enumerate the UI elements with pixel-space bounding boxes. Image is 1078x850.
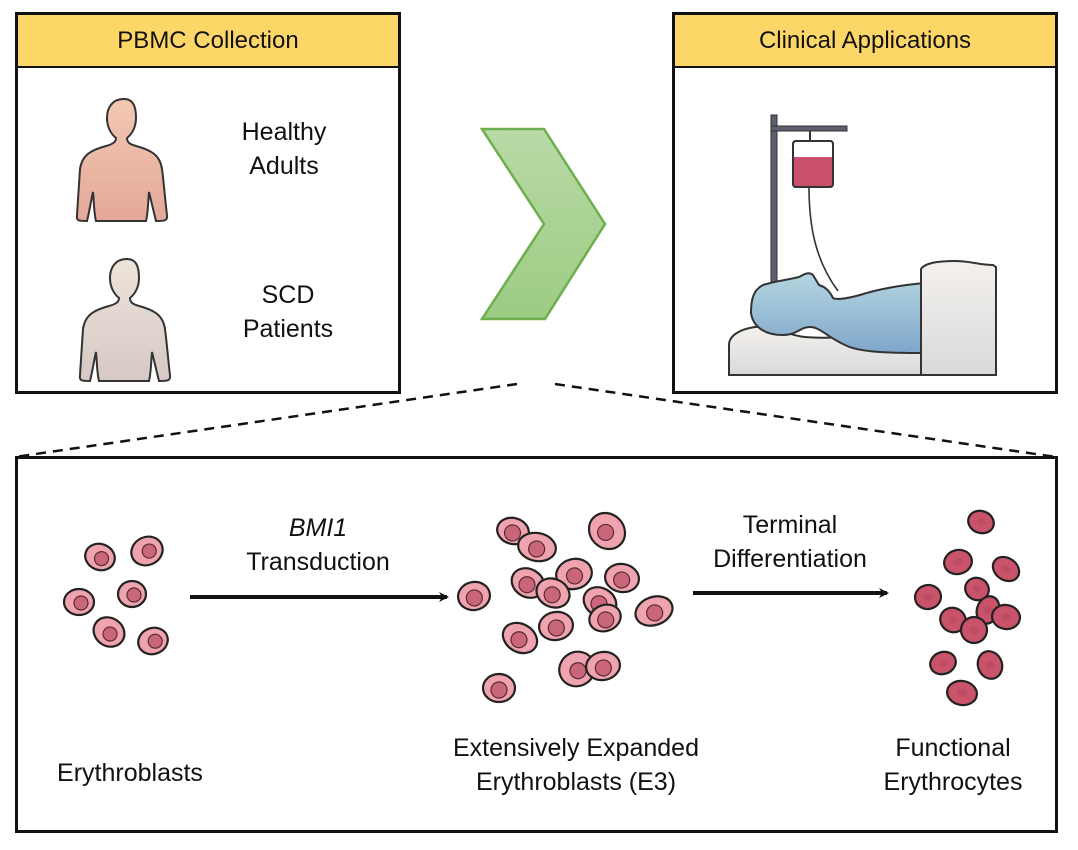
stage-label-line: Functional [895,734,1011,762]
erythroblast-cell-icon [501,621,539,655]
erythrocyte-cell-icon [964,576,990,602]
step-label-line: Differentiation [713,545,867,573]
stage-label-line: Erythrocytes [883,768,1023,796]
stage-label-line: Erythroblasts (E3) [475,768,677,796]
erythroblast-cell-icon [558,650,596,688]
erythroblast-cell-icon [603,562,641,594]
person-torso-icon-scd [78,257,172,383]
erythroblast-cell-icon [116,579,148,609]
pbmc-collection-title: PBMC Collection [18,15,398,68]
stage-label-erythroblasts: Erythroblasts [30,756,230,790]
step-label-line: Transduction [246,548,390,576]
group-label-healthy-adults: Healthy Adults [214,115,354,183]
stage-label-e3: Extensively Expanded Erythroblasts (E3) [426,731,726,799]
stage-label-line: Extensively Expanded [453,734,699,762]
e3-cell-cluster [456,511,674,704]
erythroblast-cell-icon [537,610,575,642]
erythrocyte-cell-icon [967,509,995,535]
patient-body-icon [749,272,926,355]
erythrocyte-cell-icon [991,555,1021,583]
erythrocyte-cell-icon [959,615,989,645]
erythroblast-cell-icon [84,542,116,572]
erythrocyte-cell-icon [929,650,957,676]
gene-name-bmi1: BMI1 [288,514,348,542]
erythroblast-cell-icon [634,595,674,627]
stage-label-erythrocytes: Functional Erythrocytes [853,731,1053,799]
erythrocyte-cell-icon [913,583,943,611]
erythroblast-cell-icon [517,531,557,563]
erythrocyte-cell-icon [943,548,973,576]
person-torso-icon-healthy [75,97,169,223]
blood-bag-icon [792,140,834,188]
patient-transfusion-icon [728,114,997,376]
erythroblast-cluster [62,535,169,656]
erythrocyte-cell-icon [990,603,1022,631]
erythroblast-cell-icon [92,616,126,648]
erythroblast-cell-icon [481,672,517,704]
erythroblast-cell-icon [555,557,593,591]
erythrocyte-cluster [913,509,1022,707]
stage-label-line: Erythroblasts [57,759,203,787]
iv-tube [808,186,839,292]
erythrocyte-cell-icon [939,606,967,634]
blanket-icon [920,259,997,376]
step-label-transduction: BMI1 Transduction [218,511,418,579]
erythroblast-cell-icon [584,650,622,682]
erythroblast-cell-icon [535,577,571,609]
erythroblast-cell-icon [587,511,627,551]
pbmc-collection-panel: PBMC Collection Healthy Adults SCD Patie… [15,12,401,394]
step-label-differentiation: Terminal Differentiation [690,508,890,576]
erythroblast-cell-icon [137,626,169,656]
erythroblast-cell-icon [130,535,164,567]
clinical-applications-title: Clinical Applications [675,15,1055,68]
group-label-line: Healthy [241,118,327,146]
group-label-scd-patients: SCD Patients [218,278,358,346]
erythroblast-cell-icon [62,587,96,617]
erythrocyte-cell-icon [945,679,979,707]
group-label-line: SCD [261,281,315,309]
group-label-line: Adults [249,152,319,180]
clinical-applications-panel: Clinical Applications [672,12,1058,394]
erythroblast-cell-icon [456,580,492,612]
erythroblast-cell-icon [588,603,622,633]
erythrocyte-cell-icon [976,650,1004,680]
step-label-line: Terminal [742,511,838,539]
person-icons [75,97,172,383]
group-label-line: Patients [242,315,334,343]
